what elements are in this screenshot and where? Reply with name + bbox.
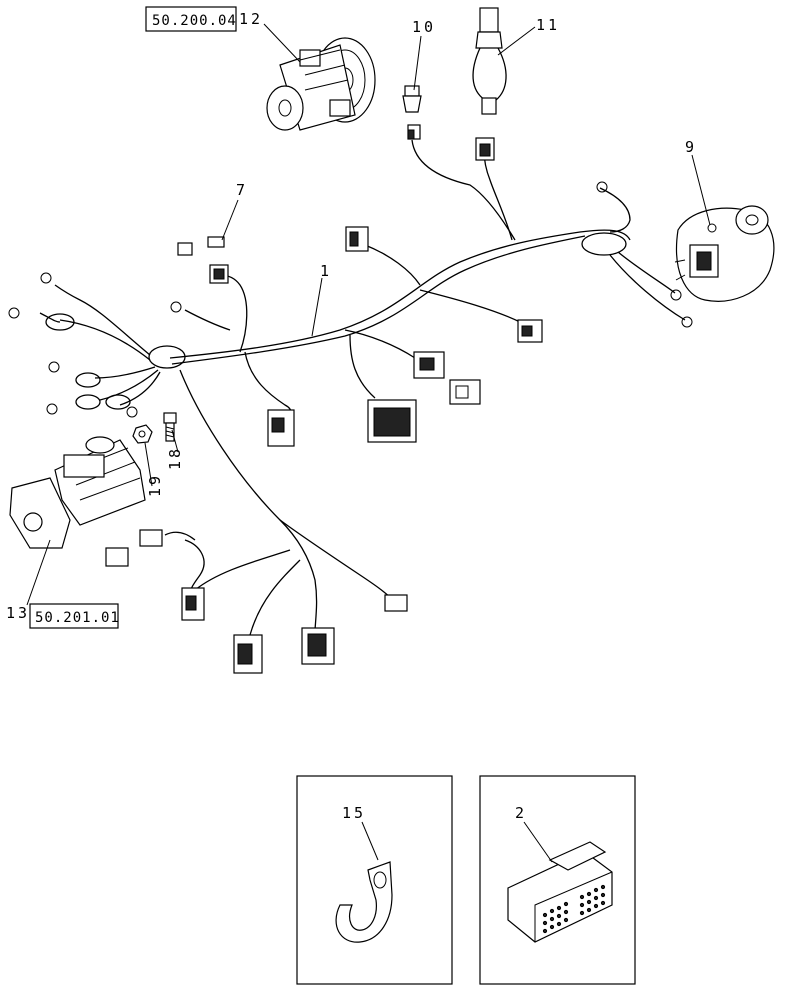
- harness-connectors[interactable]: [105, 226, 543, 674]
- nut-19[interactable]: [132, 424, 153, 444]
- compressor-reference-text: 50.200.04: [152, 13, 237, 29]
- callout-7: 7: [236, 181, 248, 199]
- connector-middle-right[interactable]: [449, 379, 481, 405]
- compressor-reference-box[interactable]: 50.200.04: [145, 6, 237, 32]
- connector-left-small[interactable]: [105, 547, 129, 567]
- starter-reference-text: 50.201.01: [35, 610, 120, 626]
- pressure-switch-10[interactable]: [402, 85, 422, 140]
- connector-left-pair[interactable]: [139, 529, 163, 547]
- harness-wires: [39, 139, 686, 636]
- starter-reference-box[interactable]: 50.201.01: [29, 603, 120, 629]
- callout-19: 19: [146, 473, 164, 497]
- leader-lines: [26, 23, 711, 606]
- starter-motor[interactable]: [9, 436, 146, 549]
- ring-terminals: [8, 181, 693, 418]
- ac-compressor[interactable]: [266, 37, 376, 131]
- callout-15: 15: [342, 804, 366, 822]
- sensor-connector-7[interactable]: [177, 236, 229, 284]
- callout-2: 2: [515, 804, 527, 822]
- callout-12: 12: [239, 10, 263, 28]
- pin-grid: [542, 884, 606, 934]
- connector-far-right[interactable]: [384, 594, 408, 612]
- callout-18: 18: [166, 446, 184, 470]
- bolt-18[interactable]: [163, 412, 177, 442]
- callout-10: 10: [412, 18, 436, 36]
- callout-13: 13: [6, 604, 30, 622]
- p-clip: [335, 861, 393, 943]
- detail-box-clip[interactable]: 15: [296, 775, 453, 985]
- callout-numbers: 12 10 11 9 7 1 13: [6, 10, 697, 622]
- pressure-switch-11[interactable]: [472, 7, 507, 161]
- callout-11: 11: [536, 16, 560, 34]
- detail-box-connector[interactable]: 2: [479, 775, 636, 985]
- callout-1: 1: [320, 262, 332, 280]
- alternator[interactable]: [674, 205, 775, 302]
- callout-9: 9: [685, 138, 697, 156]
